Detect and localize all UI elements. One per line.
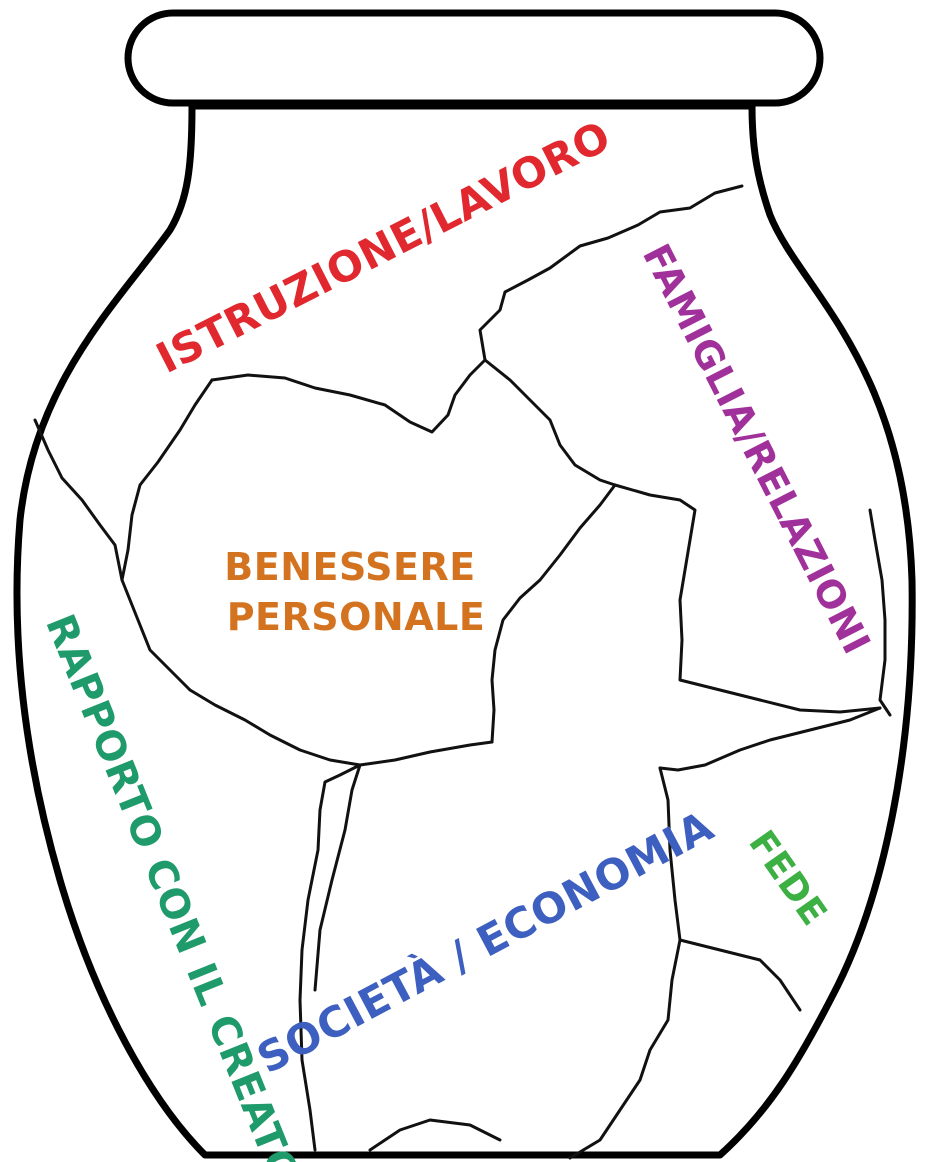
vase-rim xyxy=(128,13,820,103)
label-benessere-line2: PERSONALE xyxy=(227,595,486,639)
label-benessere-line1: BENESSERE xyxy=(224,545,475,589)
